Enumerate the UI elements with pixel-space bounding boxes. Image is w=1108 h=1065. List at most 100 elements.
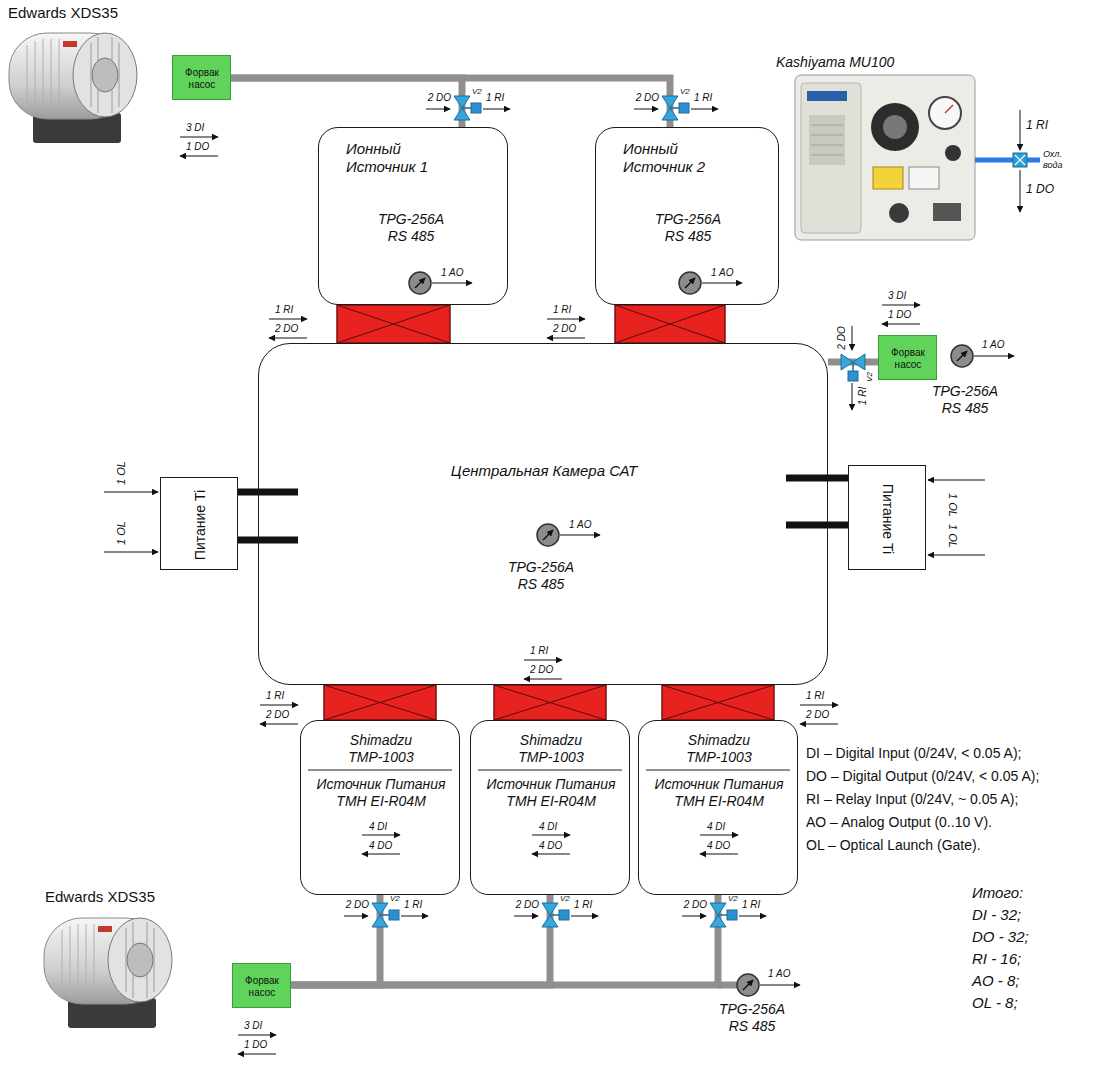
signal-label: 3 DI — [244, 1020, 262, 1032]
pump-grille — [91, 43, 92, 107]
pump-fin — [51, 39, 52, 113]
box-title: Питание Ti — [192, 489, 209, 559]
signal-label: 1 DO — [888, 309, 911, 321]
pump-fin — [27, 45, 28, 107]
signal-arrow — [1020, 110, 1021, 150]
total-count: DO - 32; — [972, 928, 1029, 946]
equipment-name: Kashiyama MU100 — [776, 54, 894, 71]
box-divider — [308, 770, 452, 771]
valve-name: V2 — [472, 87, 482, 97]
gate-valve — [662, 685, 774, 720]
chiller-port — [871, 103, 919, 151]
signal-arrow — [928, 555, 985, 556]
chamber-box: Центральная Камера САТ1 AOTPG-256A RS 48… — [258, 343, 828, 685]
signal-arrow-pair — [800, 705, 838, 724]
signal-label: 1 RI — [266, 690, 284, 702]
chiller-illustration — [795, 75, 975, 240]
gate-valve-cross — [615, 305, 725, 343]
signal-label: 1 OL — [945, 524, 958, 548]
chiller-outlet — [889, 203, 909, 223]
definition-note: DI – Digital Input (0/24V, < 0.05 A); — [806, 745, 1021, 762]
box-title: Ионный Источник 1 — [346, 140, 456, 176]
signal-arrow-pair — [882, 305, 920, 324]
chiller-body — [795, 75, 975, 240]
chiller-vent-slot — [811, 155, 843, 156]
chiller-gauge-needle — [945, 105, 953, 113]
ti-bar-connector — [828, 475, 848, 482]
box-subtitle: Источник Питания ТМН EI-R04M — [475, 776, 627, 810]
signal-arrow-pair — [362, 835, 400, 854]
signal-label: 1 RI — [530, 645, 548, 657]
pump-face — [73, 33, 137, 117]
ti-electrode — [258, 537, 298, 544]
ti-bar-connector — [238, 489, 258, 496]
box-divider — [478, 770, 622, 771]
pump-hub — [92, 58, 118, 92]
cooling-water-line — [975, 158, 1040, 163]
pump-face — [108, 918, 172, 1002]
signal-label: 3 DI — [888, 290, 906, 302]
signal-label: 2 DO — [836, 326, 848, 349]
signal-label: 4 DI — [539, 821, 557, 833]
signal-arrow-pair — [524, 660, 562, 679]
signal-arrow-pair — [700, 835, 738, 854]
signal-label: 1 AO — [711, 267, 733, 279]
scroll-pump-illustration — [44, 918, 172, 1028]
gate-valve-cross — [324, 685, 436, 720]
pipe-connector — [231, 78, 670, 127]
gate-valve — [615, 305, 725, 343]
ti-electrode — [786, 475, 828, 482]
definition-note: AO – Analog Output (0..10 V). — [806, 814, 992, 831]
gate-valve-cross — [494, 685, 606, 720]
box-title: Форвак насос — [236, 975, 288, 999]
signal-label: 1 RI — [1026, 118, 1048, 132]
total-count: AO - 8; — [972, 972, 1020, 990]
box-title: Центральная Камера САТ — [451, 462, 637, 480]
flow-switch — [1013, 153, 1027, 167]
chiller-vent-slot — [811, 145, 843, 146]
warning-sticker — [909, 167, 939, 189]
pump-fin — [35, 41, 36, 111]
signal-label: 1 RI — [806, 690, 824, 702]
gate-valve-cross — [337, 305, 450, 343]
chiller-port-core — [883, 115, 907, 139]
signal-arrow — [104, 492, 158, 493]
signal-label: 1 DO — [244, 1039, 267, 1051]
signal-label: 1 RI — [275, 304, 293, 316]
ti-power-box: Питание Ti — [160, 477, 238, 570]
signal-label: 1 RI — [694, 92, 712, 104]
chiller-panel — [801, 83, 861, 233]
signal-label: 1 RI — [857, 387, 869, 405]
box-title: Форвак насос — [176, 67, 228, 91]
pump-fin — [43, 39, 44, 113]
pump-logo — [98, 926, 112, 932]
box-title: Shimadzu TMP-1003 — [669, 732, 769, 766]
box-subtitle: Источник Питания ТМН EI-R04M — [305, 776, 457, 810]
ti-electrode — [258, 489, 298, 496]
signal-label: 4 DI — [707, 821, 725, 833]
chiller-vent-slot — [811, 125, 843, 126]
turbo-pump-box: Shimadzu TMP-1003Источник Питания ТМН EI… — [470, 720, 630, 895]
signal-label: 1 RI — [574, 899, 592, 911]
definition-note: OL – Optical Launch (Gate). — [806, 837, 981, 854]
pump-grille — [126, 928, 127, 992]
pump-logo — [63, 41, 77, 47]
signal-arrow-pair — [260, 705, 298, 724]
forevac-pump-box: Форвак насос — [172, 55, 231, 100]
gauge-model: TPG-256A RS 485 — [927, 383, 1003, 417]
ion-source-box: Ионный Источник 2TPG-256A RS 4851 AO — [595, 127, 779, 305]
signal-label: 3 DI — [186, 122, 204, 134]
signal-arrow-pair — [180, 137, 218, 156]
pump-fin — [94, 924, 95, 998]
box-subtitle: Источник Питания ТМН EI-R04M — [643, 776, 795, 810]
signal-label: 2 DO — [428, 92, 451, 104]
signal-label: 1 AO — [441, 267, 463, 279]
pipe-connector — [231, 78, 462, 127]
signal-arrow — [1020, 170, 1021, 212]
box-title: Форвак насос — [882, 347, 934, 371]
signal-label: 2 DO — [275, 323, 298, 335]
signal-arrow — [928, 480, 985, 481]
signal-arrow-pair — [238, 1035, 276, 1054]
chiller-knob — [945, 145, 961, 161]
ti-bar-connector — [238, 537, 258, 544]
